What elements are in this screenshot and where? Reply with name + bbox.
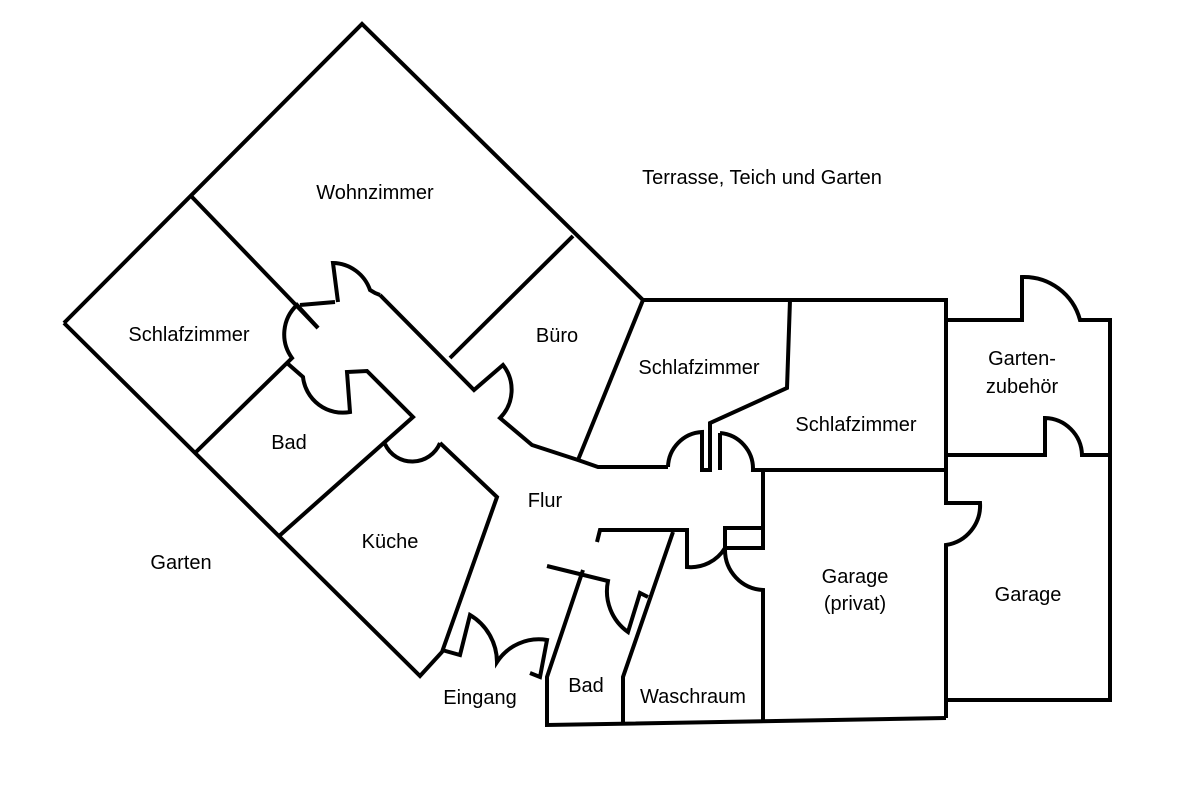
label-kitchen: Küche [362, 531, 419, 553]
label-living-room: Wohnzimmer [316, 182, 434, 204]
bedroom-middle-door [666, 299, 792, 472]
bedroom-right-door [718, 431, 946, 472]
label-entrance: Eingang [443, 687, 516, 709]
garage-walls [944, 470, 983, 718]
garage-private-walls [722, 470, 765, 720]
room-labels: Terrasse, Teich und Garten Garten Wohnzi… [128, 167, 1061, 709]
label-bath-left: Bad [271, 432, 307, 454]
label-garage: Garage [995, 584, 1062, 606]
label-bath-bottom: Bad [568, 675, 604, 697]
kitchen-door [383, 442, 442, 464]
outer-wall-top [62, 21, 948, 470]
garden-tools-walls [946, 274, 1112, 702]
label-garden-tools-1: Garten- [988, 348, 1056, 370]
hall-upper-wall [378, 293, 668, 469]
label-garage-private-1: Garage [822, 566, 889, 588]
label-bedroom-middle: Schlafzimmer [638, 357, 759, 379]
label-garden: Garten [150, 552, 211, 574]
wall-office-bedroom [576, 299, 645, 461]
wall-living-office [448, 234, 575, 360]
laundry-walls [595, 528, 727, 722]
label-bedroom-left: Schlafzimmer [128, 324, 249, 346]
label-garage-private-2: (privat) [824, 593, 886, 615]
bedroom-door [194, 300, 336, 454]
living-door [330, 260, 381, 303]
bath-door [276, 361, 416, 539]
entrance-door [441, 611, 550, 680]
bath-bottom-walls [545, 564, 947, 728]
label-garden-tools-2: zubehör [986, 376, 1059, 398]
label-hallway: Flur [528, 490, 563, 512]
label-office: Büro [536, 325, 578, 347]
label-bedroom-right: Schlafzimmer [795, 414, 916, 436]
label-terrace: Terrasse, Teich und Garten [642, 167, 882, 189]
label-laundry: Waschraum [640, 686, 746, 708]
walls [62, 21, 1112, 728]
outer-wall-left [62, 321, 500, 679]
